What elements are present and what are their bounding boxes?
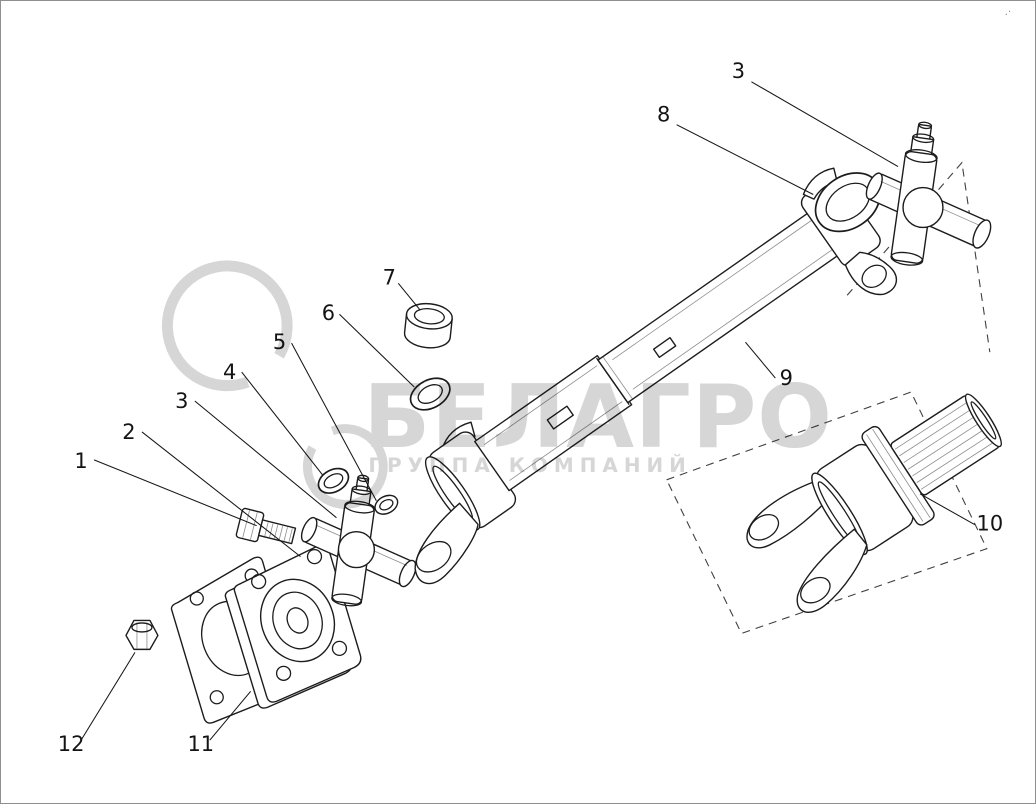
- grease-fitting-top: [357, 474, 370, 483]
- callout-leader-line: [751, 81, 899, 168]
- watermark-logo-outer-ring: [161, 260, 293, 392]
- slip-yoke-back-ear: [746, 478, 833, 549]
- retaining-ring-inner: [417, 384, 443, 404]
- gasket-bolt-hole: [209, 690, 224, 705]
- splined-shaft-end: [964, 393, 1002, 448]
- dust-cap: [403, 302, 453, 349]
- callout-leader-line: [397, 282, 421, 311]
- slip-yoke-back-ear-hole: [748, 513, 780, 541]
- callout-number: 4: [223, 360, 236, 384]
- slip-yoke-front-ear-hole: [800, 576, 831, 604]
- callout-leader-line: [93, 459, 257, 527]
- callout-leader-line: [745, 341, 776, 379]
- watermark-tagline-text: ГРУППА КОМПАНИЙ: [368, 453, 691, 477]
- callout-number: 7: [383, 265, 396, 289]
- dashed-plane-lower: [665, 391, 988, 635]
- seal-ring-inner: [323, 473, 344, 489]
- flange: [224, 543, 362, 709]
- cross-rear-left-cup: [865, 172, 883, 200]
- callout-leader-line: [80, 652, 136, 741]
- callout-number: 9: [780, 366, 793, 390]
- gasket-bolt-hole: [189, 591, 204, 606]
- thrust-ring: [374, 494, 399, 515]
- cross-rear-boss: [902, 186, 944, 229]
- cross-front-right-cup: [398, 559, 417, 588]
- watermark: БЕЛАГРО ГРУППА КОМПАНИЙ: [161, 260, 833, 509]
- cross-front-bottom-cap: [331, 593, 363, 607]
- weld-seam: [596, 357, 630, 405]
- callout-number: 2: [122, 420, 135, 444]
- cross-rear-bottom-cap: [890, 251, 924, 266]
- callout-number: 11: [187, 732, 214, 756]
- tube-slot: [546, 405, 574, 430]
- nut-chamfer: [131, 622, 153, 633]
- slip-yoke-collar-shading: [866, 429, 931, 522]
- callout-leader-line: [141, 431, 301, 558]
- callout-number: 3: [175, 389, 188, 413]
- dashed-line-upper: [846, 161, 991, 353]
- universal-joint-cross-rear: [865, 121, 992, 266]
- thrust-ring-inner: [379, 498, 394, 511]
- callout-number: 3: [732, 59, 745, 83]
- nut-hex: [125, 619, 159, 651]
- cross-front-left-cup: [300, 516, 318, 543]
- retaining-ring: [409, 377, 451, 411]
- flange-hub-pilot: [272, 591, 323, 650]
- flange-hub-outer: [260, 578, 336, 663]
- slip-yoke-front-ear: [796, 528, 868, 614]
- cross-rear-top-cap: [904, 149, 938, 164]
- cross-front-boss: [337, 530, 376, 569]
- callout-number: 12: [58, 732, 85, 756]
- watermark-logo-icon: [161, 260, 388, 509]
- universal-joint-cross-front: [300, 474, 417, 607]
- callout-number: 8: [657, 103, 670, 127]
- bolt: [235, 507, 297, 545]
- grease-fitting-base-edge: [912, 133, 935, 144]
- spline-lines: [894, 402, 994, 490]
- tube-shading: [484, 216, 838, 481]
- watermark-brand-text: БЕЛАГРО: [363, 366, 833, 468]
- flange-bolt-hole: [331, 640, 348, 657]
- grease-fitting-top: [917, 121, 933, 130]
- flange-bolt-hole: [275, 665, 292, 681]
- slip-yoke: [746, 393, 1002, 614]
- callout-leader-line: [194, 400, 337, 519]
- callout-leader-line: [209, 690, 252, 741]
- tube-yoke-ear: [844, 251, 898, 296]
- flange-bolt-hole: [251, 573, 267, 590]
- callout-number: 6: [322, 301, 335, 325]
- flange-hub: [260, 578, 336, 663]
- callout-number: 1: [74, 449, 87, 473]
- center-yoke-ear-hole: [415, 540, 452, 573]
- bolt-shank: [258, 519, 297, 545]
- projection-plane-dashes: [665, 161, 991, 635]
- cross-rear-right-cup: [972, 219, 992, 249]
- dust-cap-rim: [413, 308, 445, 325]
- nut: [125, 619, 159, 651]
- callout-leader-line: [676, 124, 814, 195]
- callout-leader-line: [919, 493, 976, 526]
- callout-number: 10: [976, 512, 1003, 536]
- bolt-threads: [264, 522, 293, 543]
- callout-leader-line: [339, 313, 415, 388]
- nut-facets: [136, 622, 148, 649]
- driveshaft-assembly: [414, 167, 898, 585]
- watermark-logo-inner-ring: [302, 424, 388, 509]
- callout-leader-line: [291, 342, 377, 502]
- tube-slot: [652, 337, 677, 359]
- corner-mark: .·: [1005, 7, 1011, 18]
- tube-yoke-ear-hole: [861, 264, 887, 289]
- flange-hub-bore: [286, 607, 309, 634]
- splined-shaft-end-bore: [970, 401, 997, 440]
- flange-bolt-hole: [306, 548, 323, 565]
